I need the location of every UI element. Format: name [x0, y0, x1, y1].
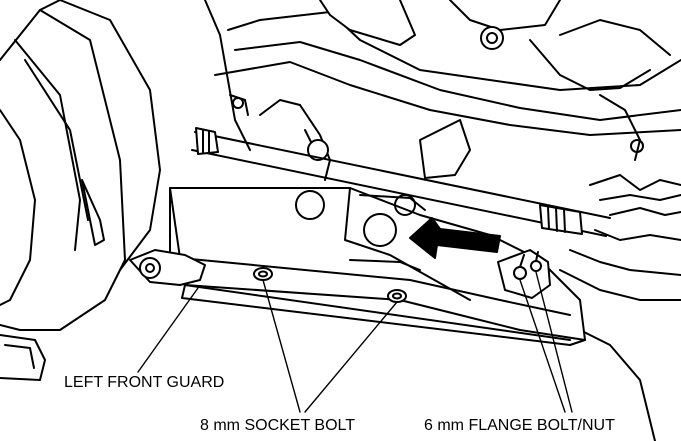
right-side-parts — [559, 174, 681, 441]
socket-bolt-left — [253, 267, 273, 281]
central-mechanism — [229, 94, 331, 181]
leader-left-front-guard — [137, 287, 199, 373]
left-mount — [129, 249, 206, 286]
socket-bolt-right — [387, 289, 407, 303]
flange-bolt-bracket — [497, 249, 551, 299]
left-front-guard-label: LEFT FRONT GUARD — [64, 374, 225, 391]
left-body-panel — [0, 0, 161, 381]
tie-rod — [191, 127, 611, 237]
leader-flange-bolt — [519, 279, 566, 413]
leader-lines — [137, 271, 573, 413]
leader-flange-nut — [535, 271, 573, 413]
direction-arrow — [409, 217, 501, 259]
upper-frame — [204, 0, 681, 179]
socket-bolt-label: 8 mm SOCKET BOLT — [200, 417, 355, 434]
flange-bolt-nut-label: 6 mm FLANGE BOLT/NUT — [424, 417, 615, 434]
leader-socket-bolt-left — [262, 279, 301, 413]
leader-socket-bolt-right — [304, 301, 398, 413]
